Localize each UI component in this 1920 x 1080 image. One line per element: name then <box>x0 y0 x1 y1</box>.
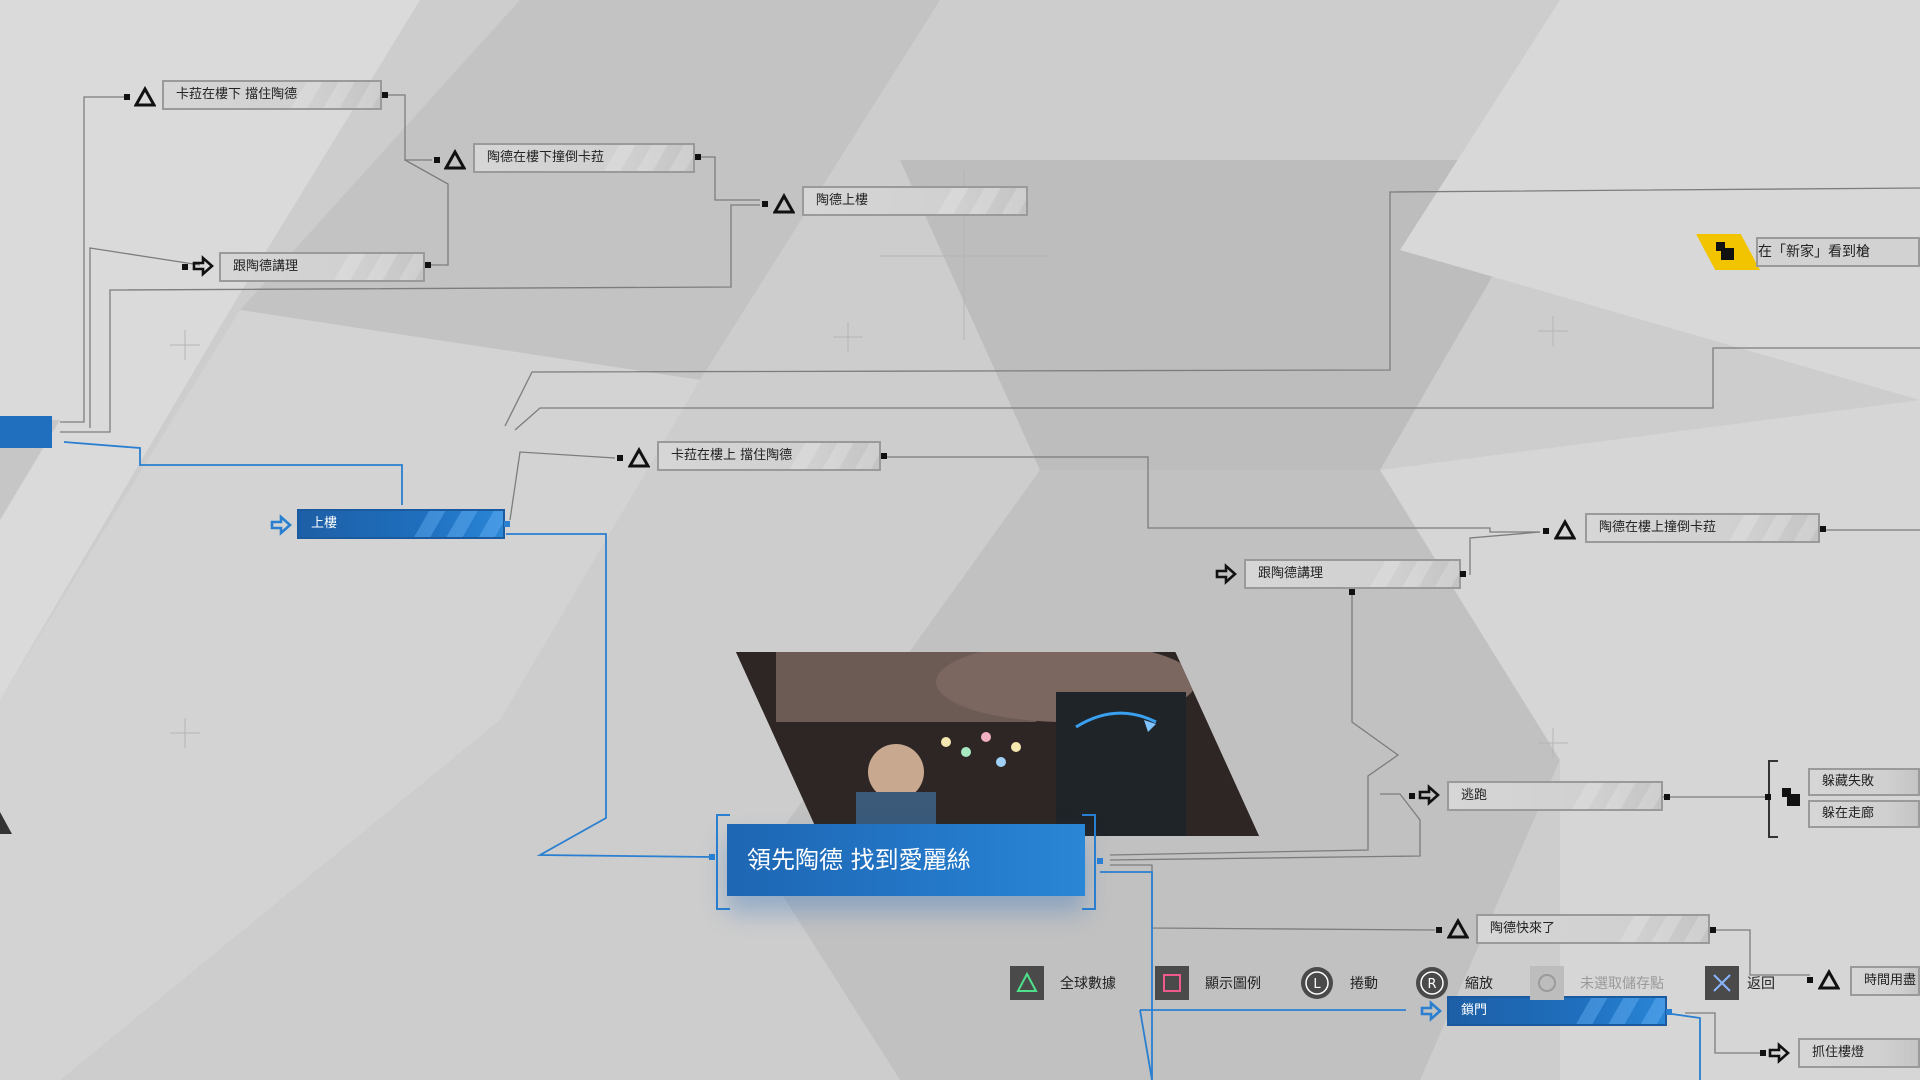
triangle-button-icon <box>1010 966 1044 1000</box>
left-stick-icon: L <box>1301 967 1333 999</box>
connector-dot <box>124 94 130 100</box>
show-legend-button[interactable]: 顯示圖例 <box>1155 966 1275 1002</box>
node-label: 鎖門 <box>1461 1003 1488 1018</box>
zoom-button[interactable]: R 縮放 <box>1415 966 1525 1002</box>
node-label: 陶德在樓上撞倒卡菈 <box>1599 520 1717 535</box>
scene-illustration <box>736 652 1259 836</box>
svg-text:R: R <box>1427 977 1436 992</box>
triangle-icon <box>134 86 156 107</box>
connector-dot <box>762 201 768 207</box>
node-label: 陶德在樓下撞倒卡菈 <box>487 150 605 165</box>
back-button[interactable]: 返回 <box>1705 966 1800 1002</box>
flow-node-n1[interactable]: 卡菈在樓下 擋住陶德 <box>162 80 382 110</box>
arrow-right-icon <box>1768 1042 1790 1064</box>
flow-node-n15[interactable]: 抓住樓燈 <box>1798 1038 1920 1068</box>
connector-dot <box>709 854 715 860</box>
node-label: 時間用盡 <box>1864 973 1917 988</box>
connector-dot <box>695 154 701 160</box>
button-label: 未選取儲存點 <box>1580 976 1664 992</box>
node-label: 逃跑 <box>1461 788 1488 803</box>
right-stick-icon: R <box>1416 967 1448 999</box>
connector-dot <box>1666 1009 1672 1015</box>
cross-button-icon <box>1705 966 1739 1000</box>
connector-dot <box>182 264 188 270</box>
node-label: 躲在走廊 <box>1822 806 1875 821</box>
connector-dot <box>425 262 431 268</box>
scene-thumbnail[interactable] <box>736 652 1259 836</box>
arrow-right-icon <box>1420 1000 1442 1022</box>
connector-dot <box>617 455 623 461</box>
locked-icon <box>1782 788 1800 806</box>
node-label: 跟陶德講理 <box>233 259 299 274</box>
triangle-icon <box>628 447 650 468</box>
flow-node-n9[interactable]: 逃跑 <box>1447 781 1663 811</box>
node-label: 陶德快來了 <box>1490 921 1556 936</box>
flow-node-n4[interactable]: 跟陶德講理 <box>219 252 425 282</box>
svg-text:L: L <box>1313 977 1321 992</box>
flow-node-n6[interactable]: 卡菈在樓上 擋住陶德 <box>657 441 881 471</box>
connector-dot <box>434 157 440 163</box>
node-label: 躲藏失敗 <box>1822 774 1875 789</box>
connector-dot <box>1409 793 1415 799</box>
global-data-button[interactable]: 全球數據 <box>1010 966 1150 1002</box>
node-label: 跟陶德講理 <box>1258 566 1324 581</box>
triangle-icon <box>773 193 795 214</box>
button-label: 縮放 <box>1465 976 1493 992</box>
button-label: 全球數據 <box>1060 976 1116 992</box>
triangle-icon <box>1554 519 1576 540</box>
connector-dot <box>504 521 510 527</box>
connector-dot <box>881 453 887 459</box>
current-objective[interactable]: 領先陶德 找到愛麗絲 <box>727 824 1085 896</box>
unlock-label: 在「新家」看到槍 <box>1756 237 1920 267</box>
connector-dot <box>1436 927 1442 933</box>
flow-node-n8[interactable]: 跟陶德講理 <box>1244 559 1461 589</box>
button-label: 返回 <box>1747 976 1775 992</box>
node-label: 抓住樓燈 <box>1812 1045 1865 1060</box>
circle-button-icon <box>1530 966 1564 1000</box>
node-label: 卡菈在樓下 擋住陶德 <box>176 87 298 102</box>
triangle-icon <box>1447 918 1469 939</box>
flow-node-n5[interactable]: 上樓 <box>297 509 505 539</box>
flow-node-n14[interactable]: 鎖門 <box>1447 996 1667 1026</box>
flow-node-n11[interactable]: 躲在走廊 <box>1808 800 1920 828</box>
arrow-right-icon <box>192 255 214 277</box>
button-label: 捲動 <box>1350 976 1378 992</box>
connector-dot <box>382 92 388 98</box>
lock-open-icon <box>1716 242 1734 260</box>
connector-dot <box>1097 858 1103 864</box>
connector-dot <box>1460 571 1466 577</box>
arrow-right-icon <box>270 514 292 536</box>
flow-node-n7[interactable]: 陶德在樓上撞倒卡菈 <box>1585 513 1820 543</box>
arrow-right-icon <box>1418 784 1440 806</box>
connector-dot <box>1543 528 1549 534</box>
connector-dot <box>1349 589 1355 595</box>
scroll-button[interactable]: L 捲動 <box>1300 966 1410 1002</box>
button-prompt-bar: 全球數據 顯示圖例 L 捲動 R 縮放 未選取儲存點 返回 <box>1010 966 1920 1006</box>
triangle-icon <box>444 149 466 170</box>
connector-dot <box>1807 977 1813 983</box>
objective-bracket-left <box>716 814 730 910</box>
square-button-icon <box>1155 966 1189 1000</box>
connector-dot <box>1710 927 1716 933</box>
button-label: 顯示圖例 <box>1205 976 1261 992</box>
node-label: 陶德上樓 <box>816 193 869 208</box>
no-checkpoint-button[interactable]: 未選取儲存點 <box>1530 966 1705 1002</box>
unlock-notification[interactable]: 在「新家」看到槍 <box>1696 234 1920 270</box>
triangle-icon <box>1818 969 1840 990</box>
node-label: 上樓 <box>311 516 338 531</box>
node-label: 卡菈在樓上 擋住陶德 <box>671 448 793 463</box>
flow-node-n3[interactable]: 陶德上樓 <box>802 186 1028 216</box>
connector-dot <box>1664 794 1670 800</box>
flow-node-n13[interactable]: 時間用盡 <box>1850 966 1920 996</box>
flow-node-n10[interactable]: 躲藏失敗 <box>1808 768 1920 796</box>
objective-bracket-right <box>1082 814 1096 910</box>
arrow-right-icon <box>1215 563 1237 585</box>
connector-dot <box>1820 526 1826 532</box>
connector-dot <box>1765 794 1771 800</box>
flow-node-n12[interactable]: 陶德快來了 <box>1476 914 1710 944</box>
connector-dot <box>1760 1050 1766 1056</box>
flow-node-n2[interactable]: 陶德在樓下撞倒卡菈 <box>473 143 695 173</box>
